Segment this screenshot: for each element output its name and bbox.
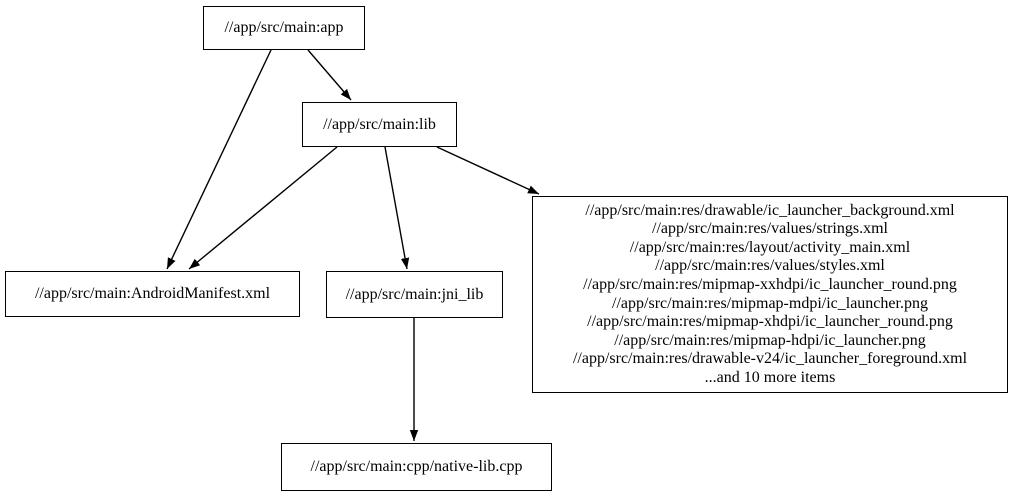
node-android-manifest-label: //app/src/main:AndroidManifest.xml [34,285,271,303]
node-app: //app/src/main:app [203,6,365,50]
edge-lib-to-jni-lib [384,146,410,270]
node-native-lib-cpp: //app/src/main:cpp/native-lib.cpp [281,443,552,491]
node-jni-lib-label: //app/src/main:jni_lib [345,285,484,303]
resource-line-more-items: ...and 10 more items [704,368,836,386]
resource-line: //app/src/main:res/layout/activity_main.… [629,238,911,256]
resource-line: //app/src/main:res/values/styles.xml [655,257,885,275]
resource-line: //app/src/main:res/mipmap-hdpi/ic_launch… [614,331,926,349]
edge-lib-to-android-manifest [188,146,338,270]
resource-line: //app/src/main:res/drawable/ic_launcher_… [585,201,955,219]
node-lib: //app/src/main:lib [302,102,457,147]
resource-line: //app/src/main:res/values/strings.xml [652,220,888,238]
edge-lib-to-resources [436,146,540,195]
resource-line: //app/src/main:res/mipmap-xhdpi/ic_launc… [587,313,953,331]
edge-app-to-lib [307,49,352,101]
edge-app-to-android-manifest [166,49,272,270]
node-resources: //app/src/main:res/drawable/ic_launcher_… [532,196,1008,393]
resource-line: //app/src/main:res/drawable-v24/ic_launc… [572,350,968,368]
node-lib-label: //app/src/main:lib [323,115,436,133]
node-android-manifest: //app/src/main:AndroidManifest.xml [5,271,300,317]
node-jni-lib: //app/src/main:jni_lib [326,271,503,318]
resource-line: //app/src/main:res/mipmap-mdpi/ic_launch… [612,294,928,312]
node-native-lib-cpp-label: //app/src/main:cpp/native-lib.cpp [310,458,523,476]
resource-line: //app/src/main:res/mipmap-xxhdpi/ic_laun… [583,275,957,293]
node-app-label: //app/src/main:app [224,19,344,37]
